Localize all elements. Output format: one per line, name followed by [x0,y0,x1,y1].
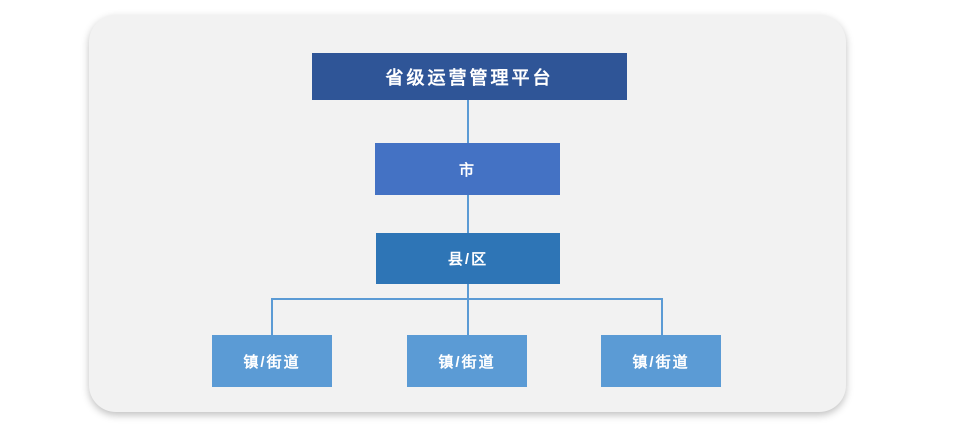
node-town-3: 镇/街道 [601,335,721,387]
node-city: 市 [375,143,560,195]
connector-county-branch [467,284,469,335]
node-town-2: 镇/街道 [407,335,527,387]
node-county-label: 县/区 [447,251,489,268]
connector-city-county [467,195,469,233]
connector-province-city [467,100,469,143]
node-city-label: 市 [458,161,476,179]
node-town-2-label: 镇/街道 [438,353,496,371]
node-town-1-label: 镇/街道 [243,353,301,371]
node-town-3-label: 镇/街道 [632,353,690,371]
node-province: 省级运营管理平台 [312,53,627,100]
node-county: 县/区 [376,233,560,284]
connector-drop-left [271,298,273,335]
node-province-label: 省级运营管理平台 [385,67,554,88]
node-town-1: 镇/街道 [212,335,332,387]
diagram-card: 省级运营管理平台 市 县/区 镇/街道 镇/街道 镇/街道 [89,15,846,412]
connector-branch-bar [271,298,662,300]
connector-drop-right [661,298,663,335]
